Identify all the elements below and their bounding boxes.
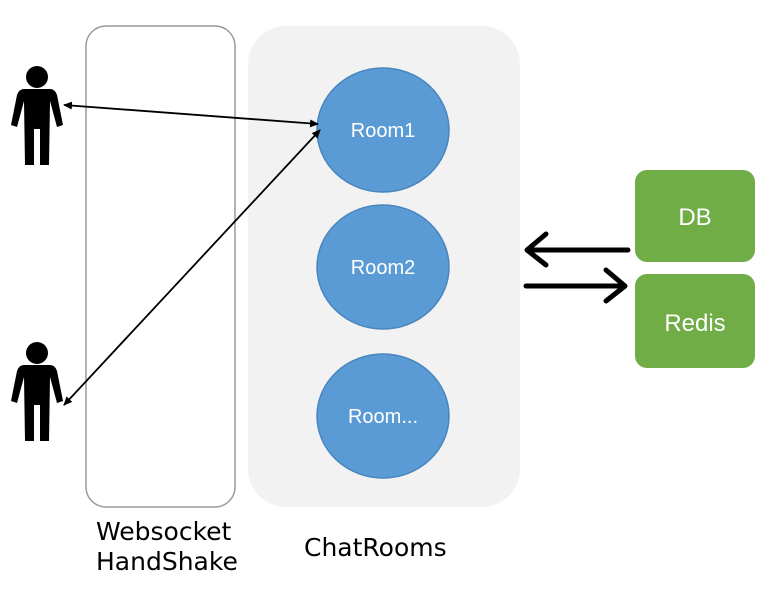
connection-arrow-top	[63, 101, 319, 128]
room-2-label: Room2	[351, 257, 415, 279]
handshake-panel	[85, 25, 236, 508]
db-label: DB	[678, 204, 711, 231]
person-icon	[11, 66, 63, 165]
db-box: DB	[635, 170, 755, 262]
connection-arrow-bottom	[63, 129, 321, 406]
redis-box-shape	[635, 274, 755, 368]
room-1: Room1	[316, 67, 450, 193]
handshake-label-line2: HandShake	[96, 547, 238, 576]
room-1-label: Room1	[351, 120, 415, 142]
handshake-label-line1: Websocket	[96, 517, 232, 546]
handshake-label: Websocket HandShake	[96, 517, 238, 577]
redis-box: Redis	[635, 274, 755, 368]
room-3-label: Room...	[348, 406, 418, 428]
room-2: Room2	[316, 204, 450, 330]
store-arrows	[523, 231, 631, 304]
arrow-right	[523, 267, 628, 304]
redis-label: Redis	[664, 310, 725, 337]
room-3-circle	[316, 353, 450, 479]
db-box-shape	[635, 170, 755, 262]
person-icon	[11, 342, 63, 441]
arrow-left	[524, 231, 631, 268]
room-3: Room...	[316, 353, 450, 479]
chatrooms-label: ChatRooms	[304, 533, 447, 562]
